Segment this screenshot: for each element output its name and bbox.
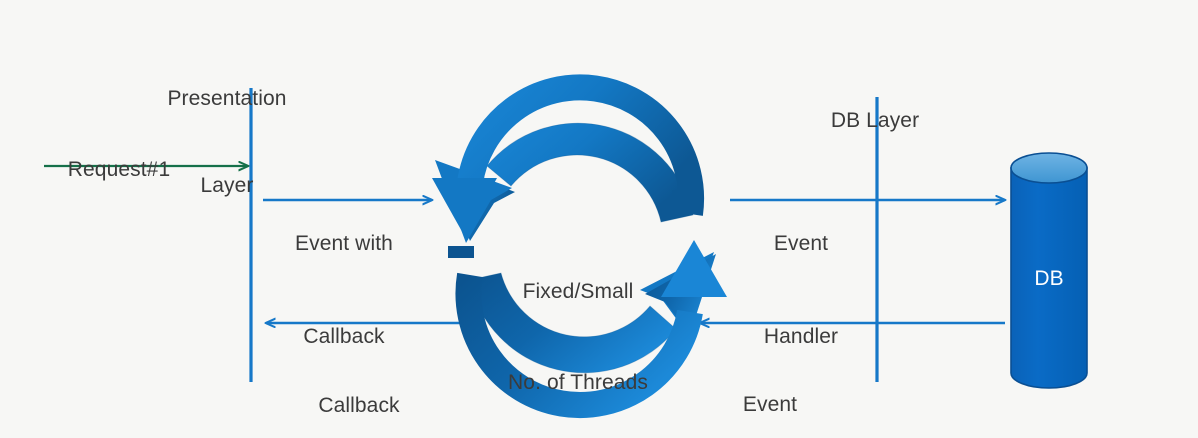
threads-label-line2: No. of Threads xyxy=(508,371,648,394)
presentation-layer-title-line2: Layer xyxy=(200,174,254,197)
db-cylinder-label: DB xyxy=(1034,267,1063,291)
request-label-text: Request#1 xyxy=(67,158,171,181)
event-loop-label: Event Loop xyxy=(470,381,690,438)
event-handler-label: Event Handler xyxy=(701,171,901,409)
db-layer-title: DB Layer xyxy=(765,48,985,193)
event-handler-line2: Handler xyxy=(763,325,839,348)
event-return-label: Event xyxy=(670,332,870,438)
event-handler-line1: Event xyxy=(773,232,829,255)
event-return-label-text: Event xyxy=(742,393,798,416)
db-cylinder-label-text: DB xyxy=(1034,267,1064,290)
request-label: Request#1 xyxy=(44,126,170,213)
presentation-layer-title: Presentation Layer xyxy=(117,26,337,258)
callback-execution-label: Callback Execution xyxy=(259,333,459,438)
threads-label-line1: Fixed/Small xyxy=(522,280,634,303)
event-with-callback-line2: Callback xyxy=(303,325,385,348)
event-with-callback-line1: Event with xyxy=(295,232,393,255)
db-layer-title-text: DB Layer xyxy=(830,109,920,132)
threads-label: Fixed/Small No. of Threads xyxy=(463,219,693,438)
event-with-callback-label: Event with Callback xyxy=(249,171,439,409)
callback-execution-line1: Callback xyxy=(318,394,400,417)
presentation-layer-title-line1: Presentation xyxy=(167,87,287,110)
